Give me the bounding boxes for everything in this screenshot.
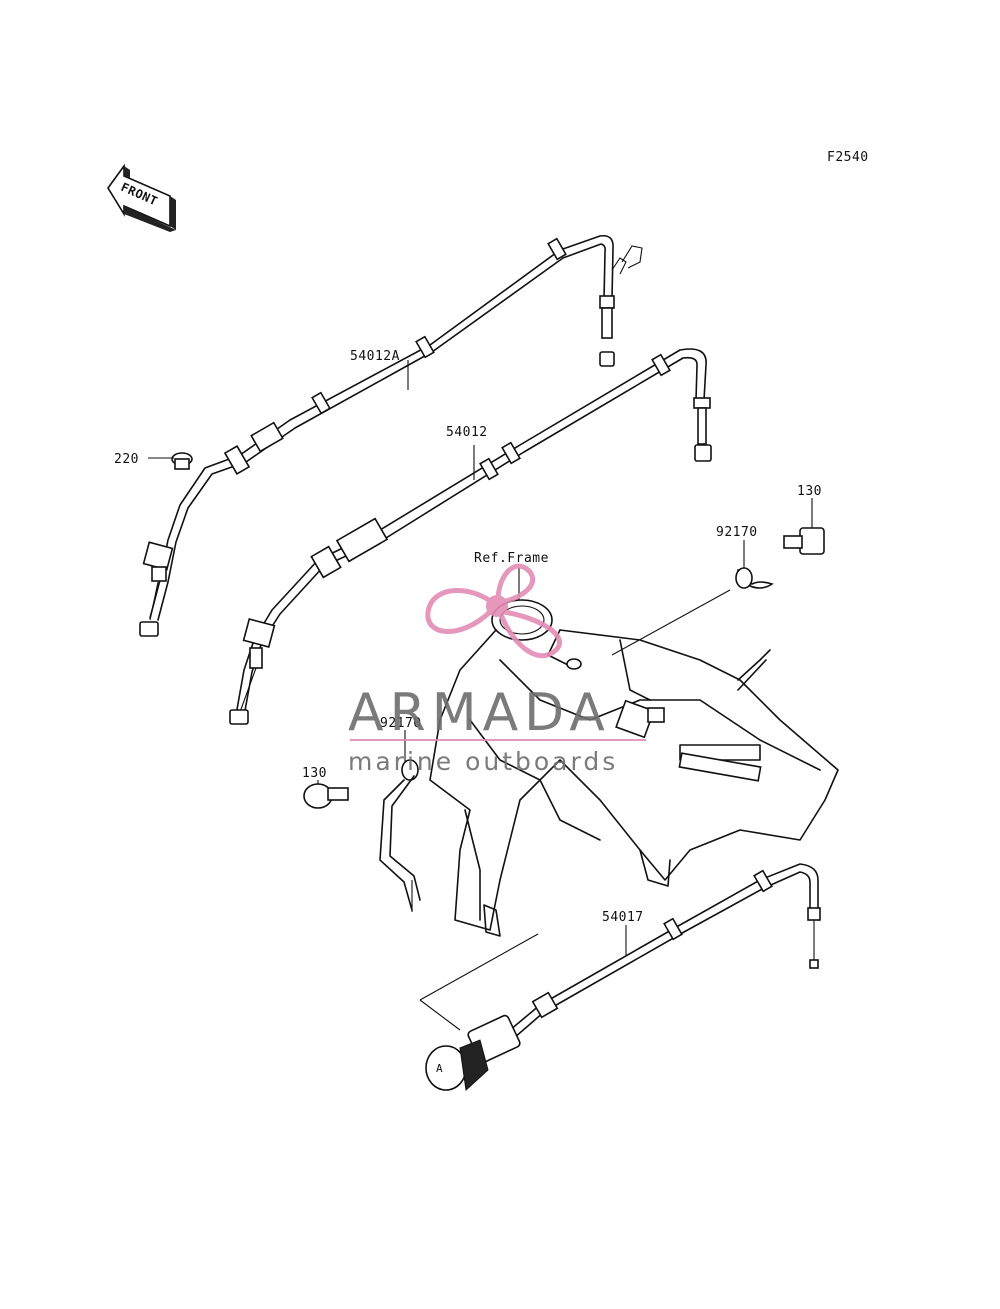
leader-lines (148, 360, 813, 1031)
label-92170-left: 92170 (380, 716, 422, 731)
bolt-right (783, 527, 825, 555)
clamp-right (735, 567, 774, 589)
label-220: 220 (114, 452, 139, 467)
svg-text:A: A (436, 1062, 443, 1075)
watermark-tagline: marine outboards (348, 747, 618, 776)
choke-cable: A (425, 863, 821, 1092)
watermark-brand: ARMADA (348, 683, 611, 743)
cap-part (171, 452, 193, 470)
propeller-logo-icon (425, 563, 562, 659)
throttle-cable (229, 348, 712, 725)
armada-watermark: ARMADA marine outboards (348, 563, 646, 776)
label-130-right: 130 (797, 484, 822, 499)
clamp-left (379, 759, 421, 911)
label-54017: 54017 (602, 910, 644, 925)
throttle-cable-a (139, 234, 643, 637)
label-92170-right: 92170 (716, 525, 758, 540)
figure-code: F2540 (827, 150, 869, 165)
bolt-left (303, 783, 349, 809)
label-54012a: 54012A (350, 349, 400, 364)
label-130-left: 130 (302, 766, 327, 781)
front-arrow-icon: FRONT (107, 163, 176, 232)
label-ref-frame: Ref.Frame (474, 551, 549, 566)
label-54012: 54012 (446, 425, 488, 440)
